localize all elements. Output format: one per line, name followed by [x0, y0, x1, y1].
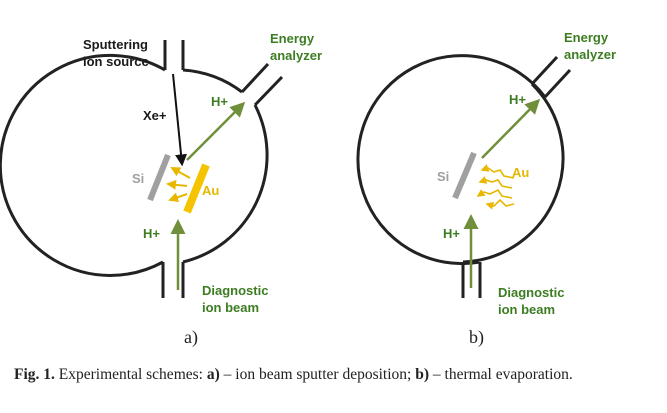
- figure-label: Fig. 1.: [14, 366, 55, 383]
- caption-ref-a: a): [206, 366, 220, 383]
- figure-caption: Fig. 1. Experimental schemes: a) – ion b…: [14, 364, 654, 385]
- diagnostic-label-b-line2: ion beam: [498, 302, 555, 317]
- au-sputter-arrow-1: [170, 167, 191, 179]
- h-ion-label-b-top: H+: [509, 92, 526, 107]
- panel-b: Energy analyzer H+ Si Au H+ Diagnostic i…: [356, 30, 616, 348]
- xe-ion-label: Xe+: [143, 108, 167, 123]
- ion-source-label-line1: Sputtering: [83, 37, 148, 52]
- h-ion-analyzer-arrow-a: [186, 101, 246, 161]
- diagnostic-label-b-line1: Diagnostic: [498, 285, 564, 300]
- h-ion-analyzer-arrow-b: [481, 98, 541, 159]
- sub-label-b: b): [469, 327, 484, 348]
- caption-text-1: Experimental schemes:: [54, 366, 207, 383]
- caption-text-3: – thermal evaporation.: [429, 366, 573, 383]
- au-evaporation-arrow-3: [476, 188, 513, 199]
- si-target-a: [147, 153, 171, 202]
- energy-analyzer-port-b: [530, 55, 572, 99]
- diagnostic-label-a-line2: ion beam: [202, 300, 259, 315]
- au-target-a: [183, 163, 210, 214]
- ion-source-port: [163, 40, 185, 70]
- energy-analyzer-label-a-line2: analyzer: [270, 48, 322, 63]
- au-label-b: Au: [512, 165, 529, 180]
- diagnostic-port-b: [461, 262, 482, 298]
- au-label-a: Au: [202, 183, 219, 198]
- caption-ref-b: b): [415, 366, 430, 383]
- si-label-b: Si: [437, 169, 449, 184]
- diagnostic-label-a-line1: Diagnostic: [202, 283, 268, 298]
- au-evaporation-arrow-4: [485, 198, 515, 210]
- panel-a: Sputtering ion source Energy analyzer Xe…: [0, 31, 322, 348]
- energy-analyzer-label-b-line2: analyzer: [564, 47, 616, 62]
- h-ion-label-a-top: H+: [211, 94, 228, 109]
- xe-ion-arrow: [172, 73, 188, 167]
- au-sputter-arrow-3: [168, 192, 188, 203]
- au-evaporation-arrow-2: [478, 176, 513, 189]
- energy-analyzer-port-a: [240, 62, 284, 107]
- sub-label-a: a): [184, 327, 198, 348]
- diagnostic-port-a: [161, 262, 185, 298]
- au-evaporation-arrow-1: [480, 164, 515, 179]
- h-ion-label-b-bottom: H+: [443, 226, 460, 241]
- ion-source-label-line2: ion source: [83, 54, 149, 69]
- caption-text-2: – ion beam sputter deposition;: [219, 366, 416, 383]
- si-target-b: [452, 151, 477, 200]
- h-ion-label-a-bottom: H+: [143, 226, 160, 241]
- chamber-outline-b: [356, 54, 565, 266]
- au-sputter-arrow-2: [166, 179, 188, 190]
- energy-analyzer-label-a-line1: Energy: [270, 31, 315, 46]
- si-label-a: Si: [132, 171, 144, 186]
- chamber-outline-a: [0, 53, 269, 277]
- energy-analyzer-label-b-line1: Energy: [564, 30, 609, 45]
